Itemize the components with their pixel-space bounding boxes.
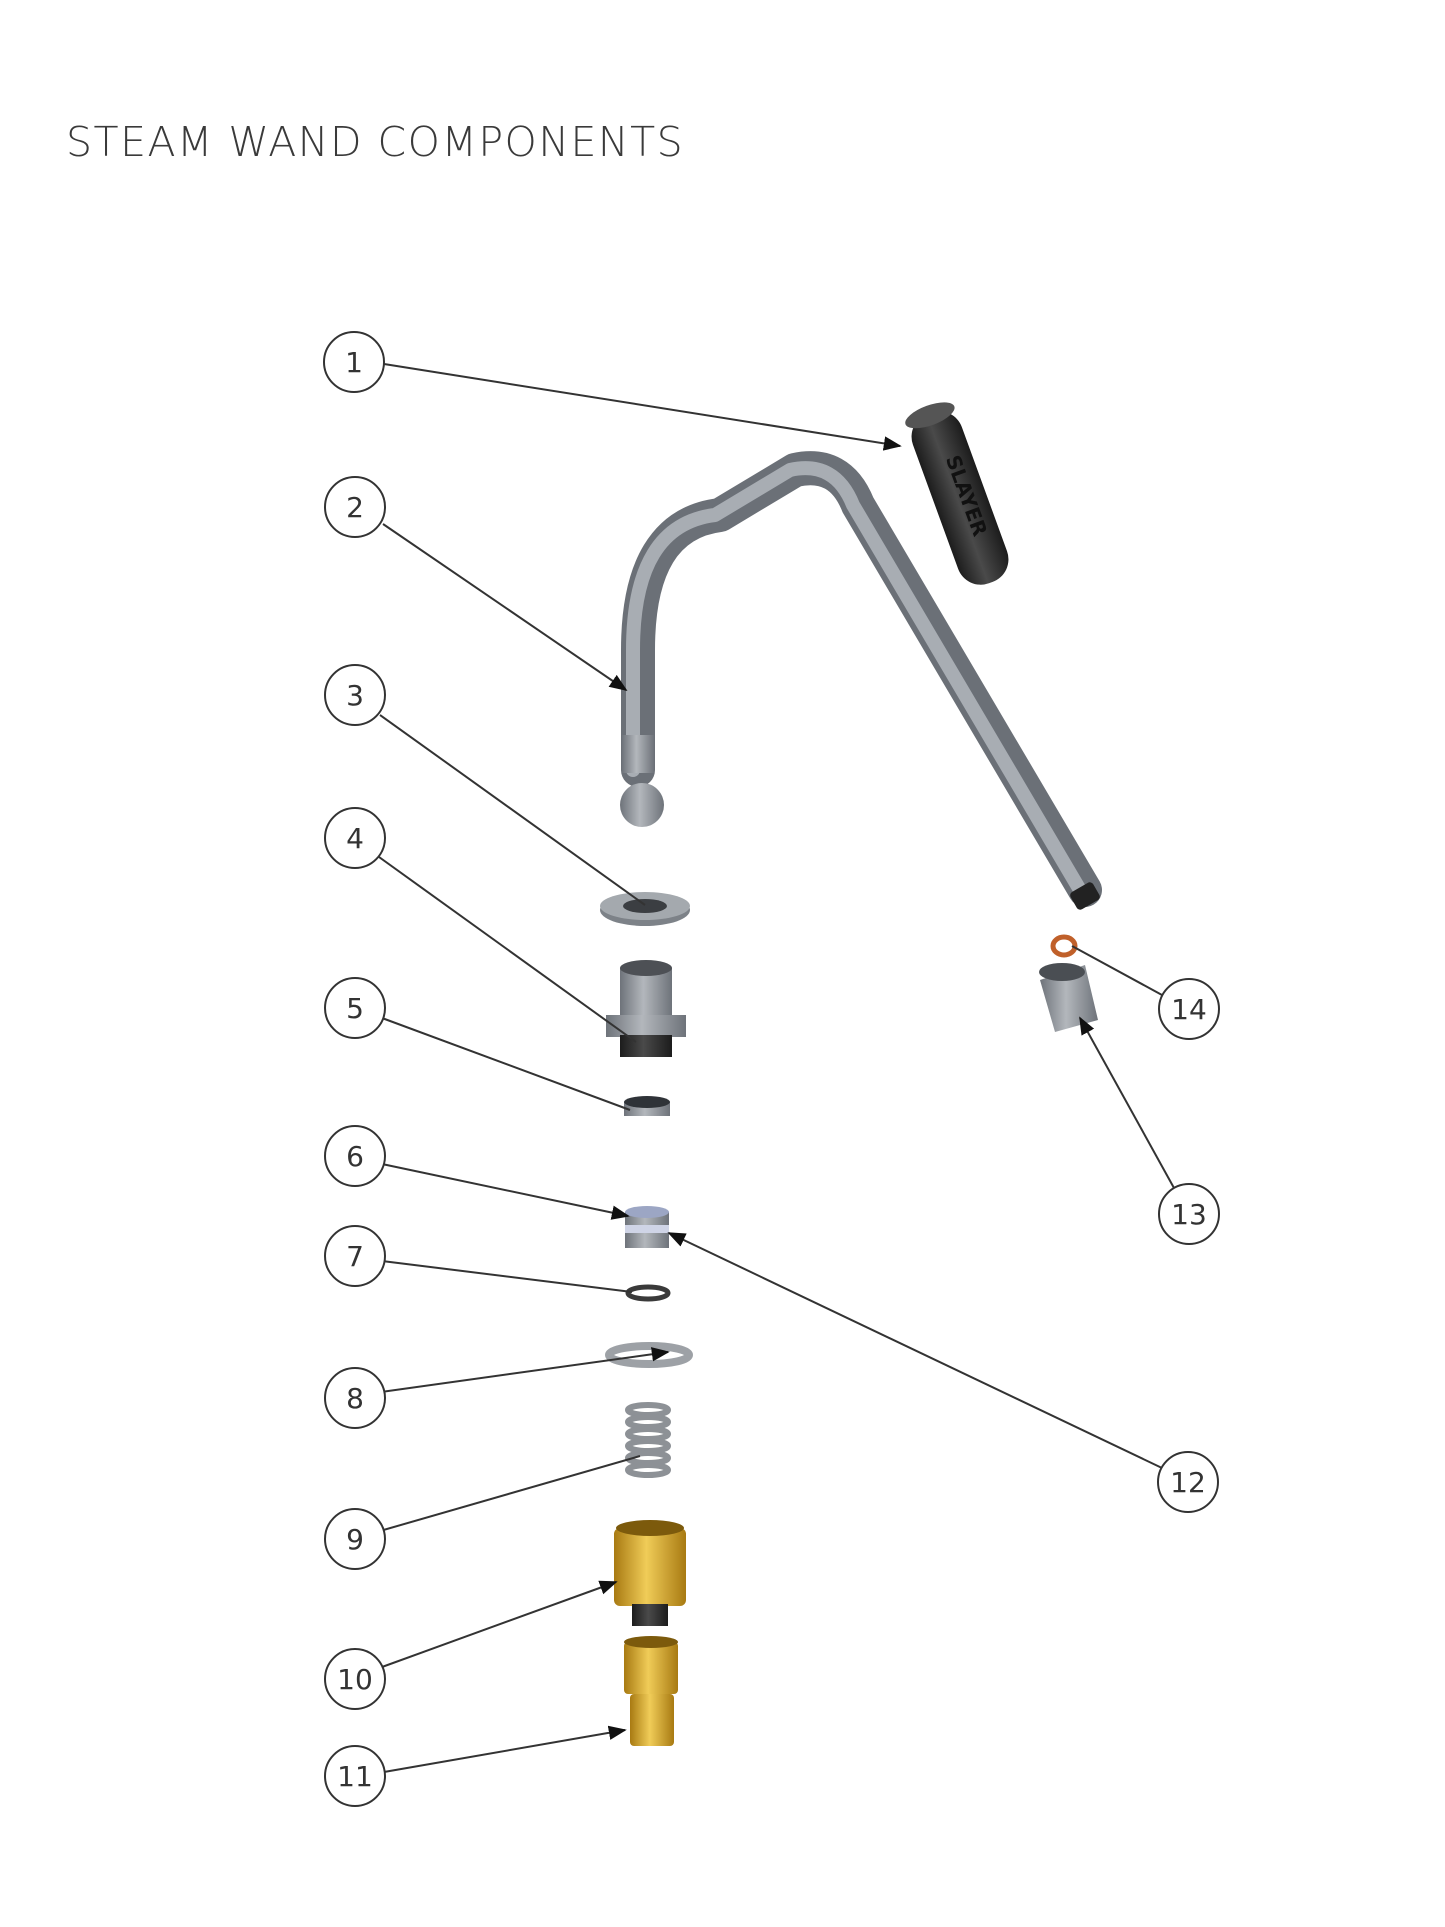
part-3-hex-nut (600, 892, 690, 926)
leader-2 (382, 523, 628, 692)
leader-5 (381, 1017, 631, 1111)
callout-7-label: 7 (346, 1240, 364, 1273)
leader-10 (381, 1580, 618, 1668)
callout-3: 3 (324, 664, 386, 726)
leader-3 (379, 714, 646, 906)
callout-1: 1 (323, 331, 385, 393)
callout-2-label: 2 (346, 491, 364, 524)
part-13-wand-tip (1039, 963, 1098, 1032)
leader-4 (378, 856, 637, 1043)
callout-3-label: 3 (346, 679, 364, 712)
callout-10-label: 10 (337, 1663, 373, 1696)
callout-6: 6 (324, 1125, 386, 1187)
callout-13-label: 13 (1171, 1198, 1207, 1231)
callout-1-label: 1 (345, 346, 363, 379)
leader-11 (383, 1725, 627, 1773)
leader-lines (378, 363, 1175, 1773)
callout-14: 14 (1158, 978, 1220, 1040)
leader-6 (381, 1163, 630, 1220)
callout-9: 9 (324, 1508, 386, 1570)
page-title: STEAM WAND COMPONENTS (66, 118, 685, 166)
leader-13 (1079, 1016, 1175, 1189)
callout-14-label: 14 (1171, 993, 1207, 1026)
part-6-seal-cylinder (625, 1206, 669, 1248)
part-4-body-fitting (606, 960, 686, 1057)
callout-6-label: 6 (346, 1140, 364, 1173)
part-9-spring (625, 1402, 671, 1478)
callout-7: 7 (324, 1225, 386, 1287)
part-11-brass-connector (624, 1636, 678, 1746)
callout-5: 5 (324, 977, 386, 1039)
callout-12-label: 12 (1170, 1466, 1206, 1499)
callout-2: 2 (324, 476, 386, 538)
callout-5-label: 5 (346, 992, 364, 1025)
callout-12: 12 (1157, 1451, 1219, 1513)
leader-7 (381, 1260, 633, 1293)
callout-4-label: 4 (346, 822, 364, 855)
leader-9 (379, 1455, 641, 1532)
callout-11: 11 (324, 1745, 386, 1807)
callout-10: 10 (324, 1648, 386, 1710)
callout-13: 13 (1158, 1183, 1220, 1245)
part-14-oring (1050, 934, 1078, 958)
part-7-small-oring (625, 1284, 671, 1302)
leader-8 (380, 1347, 670, 1393)
leader-12 (667, 1232, 1163, 1469)
part-8-flat-washer (605, 1342, 693, 1368)
callout-8-label: 8 (346, 1382, 364, 1415)
leader-14 (1071, 945, 1163, 996)
part-5-washer (624, 1096, 670, 1116)
part-10-brass-fitting (614, 1520, 686, 1626)
callout-11-label: 11 (337, 1760, 373, 1793)
leader-1 (383, 363, 902, 451)
callout-8: 8 (324, 1367, 386, 1429)
callout-4: 4 (324, 807, 386, 869)
part-1-grip-sleeve: SLAYER (905, 402, 1009, 585)
part-2-wand-tube (620, 451, 1102, 910)
callout-9-label: 9 (346, 1523, 364, 1556)
